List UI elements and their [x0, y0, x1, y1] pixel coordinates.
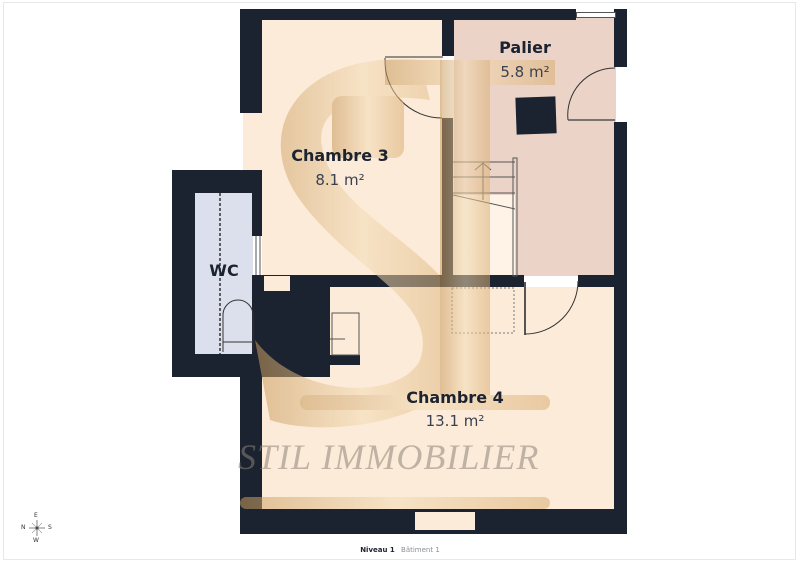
level-label: Niveau 1 — [360, 546, 395, 554]
watermark-text: STIL IMMOBILIER — [238, 437, 540, 477]
room-area-chambre4: 13.1 m² — [425, 412, 485, 430]
room-area-chambre3: 8.1 m² — [315, 171, 365, 189]
compass-icon: E N S W — [20, 512, 54, 548]
room-label-palier: Palier — [499, 38, 551, 57]
compass-rose-icon — [29, 520, 45, 536]
room-wc-fill — [195, 193, 253, 355]
room-area-palier: 5.8 m² — [500, 63, 550, 81]
wall-closet-bottom — [252, 355, 360, 365]
window-bottom — [415, 512, 475, 530]
wall-right-mid — [614, 122, 627, 534]
wall-wc-left — [172, 170, 195, 377]
footer: Niveau 1 Bâtiment 1 — [0, 546, 800, 554]
wall-top-right — [614, 9, 627, 67]
building-label: Bâtiment 1 — [401, 546, 440, 554]
chambre3-window-recess — [243, 113, 262, 170]
compass-west: W — [33, 537, 39, 544]
room-label-chambre4: Chambre 4 — [406, 388, 504, 407]
wall-wc-bottom — [172, 354, 262, 377]
wall-top — [240, 9, 576, 20]
wall-wc-right-upper — [252, 193, 262, 236]
compass-south: S — [48, 524, 52, 531]
closet-niche — [264, 276, 290, 291]
room-label-chambre3: Chambre 3 — [291, 146, 389, 165]
compass-east: E — [34, 512, 38, 519]
room-label-wc: WC — [209, 261, 239, 280]
wall-left-upper — [240, 9, 262, 113]
window-top-right — [576, 12, 616, 18]
wall-mid-horizontal-right — [578, 275, 618, 287]
compass-north: N — [21, 524, 26, 531]
wall-chambre3-palier-top — [442, 16, 454, 56]
page-frame — [3, 2, 796, 560]
wall-left-lower — [240, 377, 262, 534]
